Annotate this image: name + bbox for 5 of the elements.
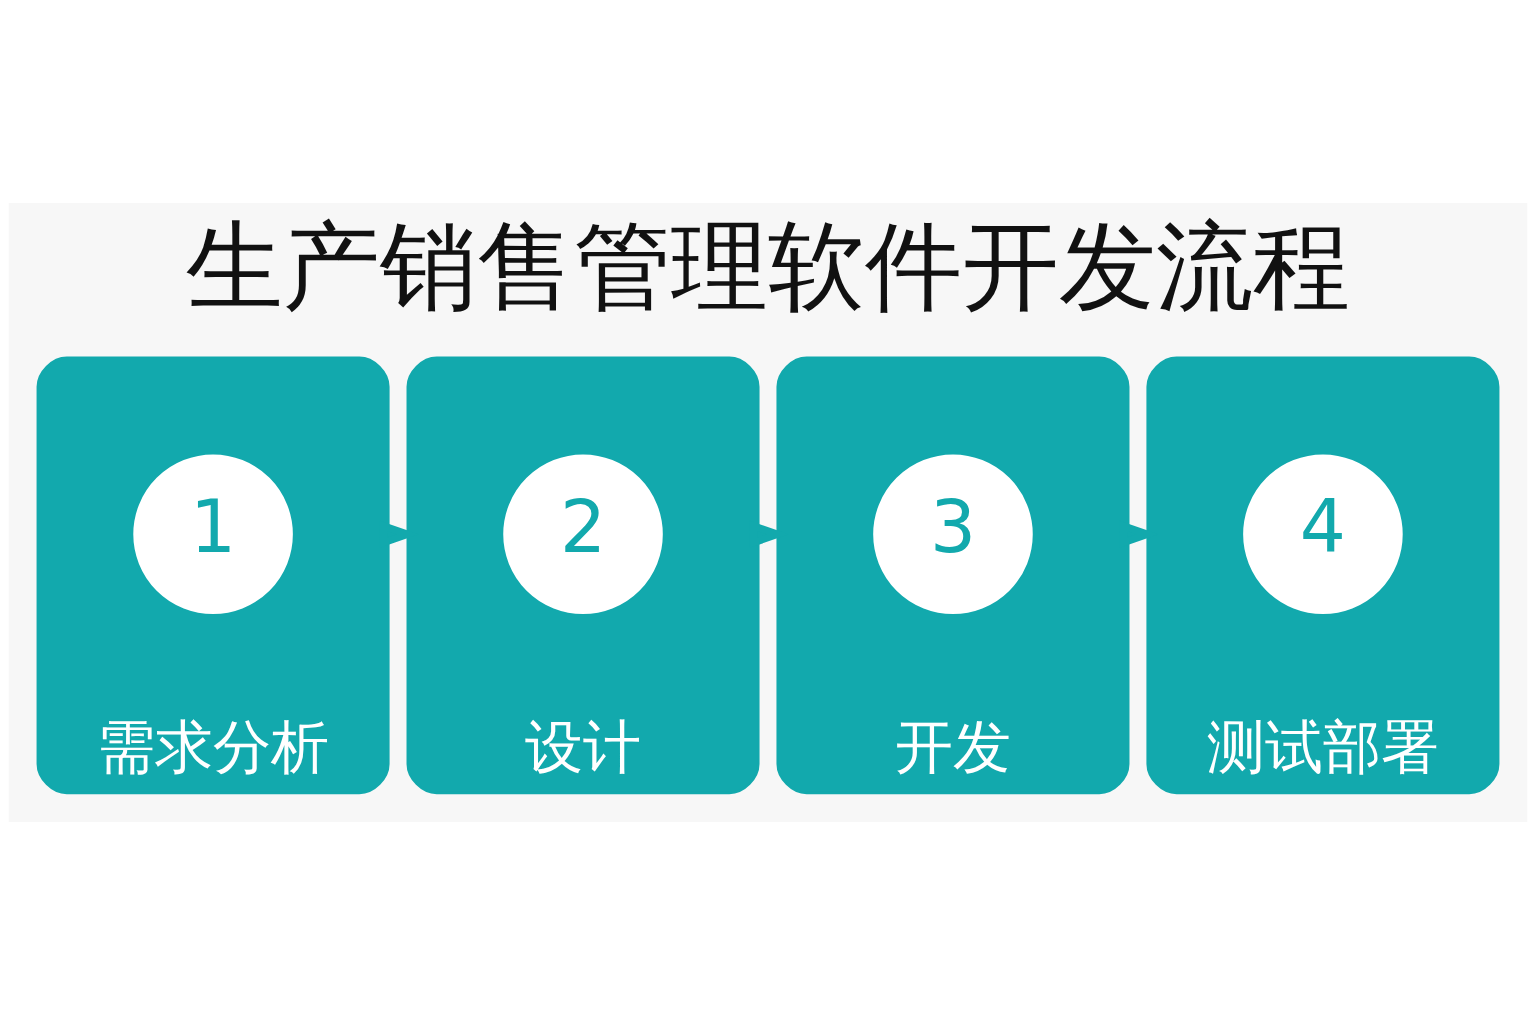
node-circle: 4 <box>1243 453 1403 614</box>
node-circle: 1 <box>133 453 293 614</box>
node-circle: 3 <box>873 453 1033 614</box>
diagram-title: 生产销售管理软件开发流程 <box>186 209 1350 323</box>
node-circle: 2 <box>503 453 663 614</box>
